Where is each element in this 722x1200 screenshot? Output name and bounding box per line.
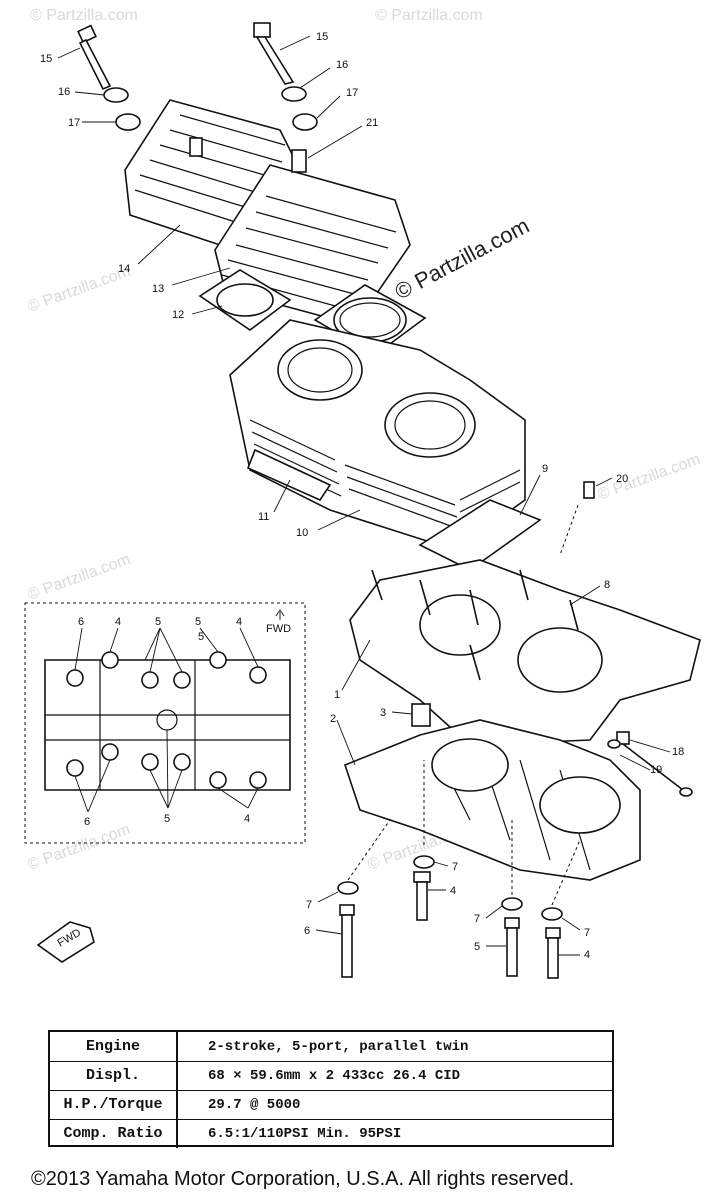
spec-row-engine: Engine 2-stroke, 5-port, parallel twin [50, 1032, 612, 1061]
watermark: © Partzilla.com [26, 551, 133, 604]
spec-value: 68 × 59.6mm x 2 433cc 26.4 CID [208, 1067, 461, 1084]
callout-15: 15 [40, 53, 52, 65]
spec-value: 2-stroke, 5-port, parallel twin [208, 1038, 469, 1055]
callout-2: 2 [330, 713, 336, 725]
inset-label-top-5b: 5 [195, 616, 201, 628]
callout-19: 19 [650, 764, 662, 776]
callout-11: 11 [258, 511, 269, 523]
inset-label-bottom-4: 4 [244, 813, 250, 825]
crankcase-bolt-small [607, 731, 693, 797]
callout-17b: 17 [346, 87, 358, 99]
callout-3: 3 [380, 707, 386, 719]
callout-7b: 7 [306, 899, 312, 911]
callout-6: 6 [304, 925, 310, 937]
inset-label-bottom-6: 6 [84, 816, 90, 828]
callout-13: 13 [152, 283, 164, 295]
callout-4b: 4 [584, 949, 590, 961]
callout-20: 20 [616, 473, 628, 485]
spec-divider [50, 1061, 612, 1062]
callout-15b: 15 [316, 31, 328, 43]
assembly-lines [347, 504, 581, 906]
callout-7a: 7 [452, 861, 458, 873]
spec-divider [50, 1090, 612, 1091]
engine-spec-table: Engine 2-stroke, 5-port, parallel twin D… [48, 1030, 614, 1148]
spec-value: 6.5:1/110PSI Min. 95PSI [208, 1125, 402, 1142]
lower-crankcase [344, 719, 641, 881]
callout-7d: 7 [584, 927, 590, 939]
spec-label: Comp. Ratio [50, 1119, 178, 1148]
dowel-pin [583, 481, 595, 499]
inset-label-bottom-5: 5 [164, 813, 170, 825]
callout-18: 18 [672, 746, 684, 758]
callout-7c: 7 [474, 913, 480, 925]
spec-value: 29.7 @ 5000 [208, 1096, 301, 1113]
spec-label: Engine [50, 1032, 178, 1061]
callout-8: 8 [604, 579, 610, 591]
spec-label: Displ. [50, 1061, 178, 1090]
cylinder-block [229, 319, 526, 551]
callouts: 15 16 17 15 16 17 21 14 13 12 11 10 9 20… [40, 31, 684, 961]
inset-label-top-5a: 5 [155, 616, 161, 628]
callout-5: 5 [474, 941, 480, 953]
callout-9: 9 [542, 463, 548, 475]
inset-label-top-6: 6 [78, 616, 84, 628]
callout-17: 17 [68, 117, 80, 129]
callout-4: 4 [450, 885, 456, 897]
head-gasket [198, 269, 427, 356]
cylinder-head-bolt-left [77, 24, 141, 131]
spec-divider [50, 1119, 612, 1120]
base-gasket [418, 499, 542, 571]
inset-label-top-5c: 5 [198, 631, 204, 643]
fwd-arrow-icon: FWD [36, 921, 95, 963]
callout-16b: 16 [336, 59, 348, 71]
crankcase-bolts-bottom [337, 855, 563, 979]
callout-14: 14 [118, 263, 130, 275]
inset-label-top-4b: 4 [236, 616, 242, 628]
inset-label-top-4: 4 [115, 616, 121, 628]
watermark: © Partzilla.com [26, 821, 133, 874]
watermark: © Partzilla.com [375, 7, 483, 24]
spec-row-displacement: Displ. 68 × 59.6mm x 2 433cc 26.4 CID [50, 1061, 612, 1090]
inset-fwd-label: FWD [266, 623, 291, 635]
watermark-center: © Partzilla.com [391, 213, 534, 305]
spec-row-compression: Comp. Ratio 6.5:1/110PSI Min. 95PSI [50, 1119, 612, 1148]
upper-crankcase [349, 559, 701, 746]
parts-diagram: © Partzilla.com © Partzilla.com © Partzi… [24, 7, 703, 979]
watermark: © Partzilla.com [596, 451, 703, 504]
inset-bolt-pattern: FWD 6 4 5 5 5 4 6 5 4 [24, 602, 306, 844]
callout-10: 10 [296, 527, 308, 539]
callout-1: 1 [334, 689, 340, 701]
bushing [411, 703, 431, 727]
cylinder-head-bolt-right [253, 22, 318, 131]
callout-16: 16 [58, 86, 70, 98]
spec-label: H.P./Torque [50, 1090, 178, 1119]
spec-row-hp-torque: H.P./Torque 29.7 @ 5000 [50, 1090, 612, 1119]
callout-12: 12 [172, 309, 184, 321]
copyright-notice: ©2013 Yamaha Motor Corporation, U.S.A. A… [31, 1168, 575, 1190]
callout-21: 21 [366, 117, 378, 129]
watermark: © Partzilla.com [26, 263, 133, 316]
watermark: © Partzilla.com [30, 7, 138, 24]
